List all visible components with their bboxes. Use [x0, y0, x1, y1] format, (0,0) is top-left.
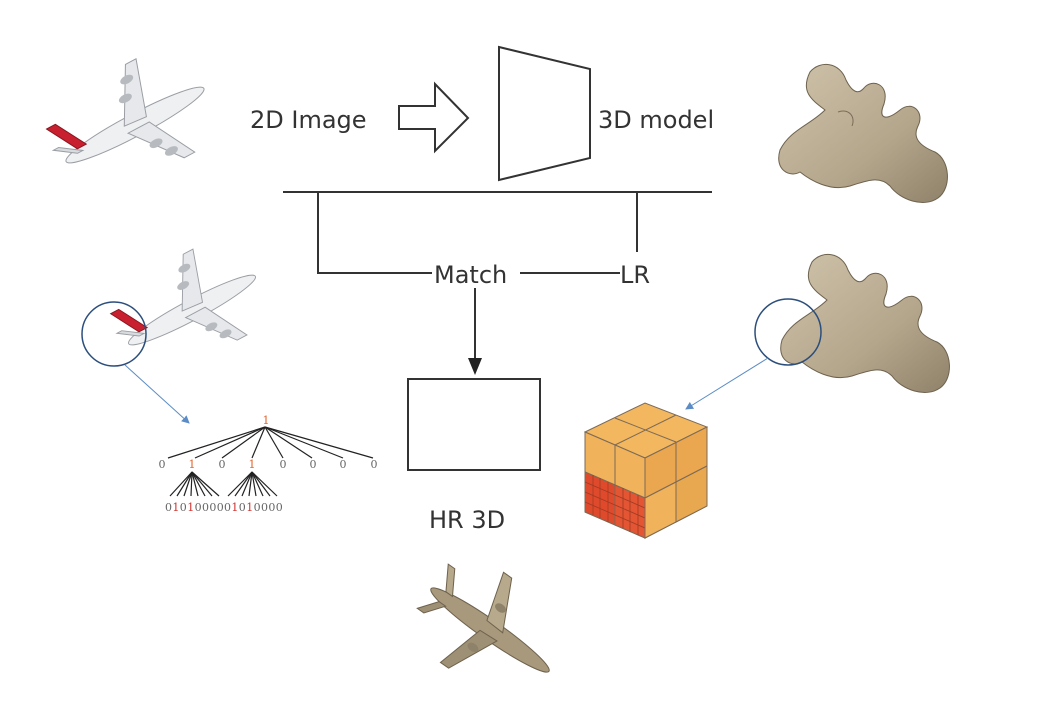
network-trapezoid — [498, 45, 591, 182]
3d-model-middle — [780, 254, 950, 393]
octree-level1-bit: 1 — [189, 458, 196, 471]
label-3d-model: 3D model — [598, 106, 714, 134]
label-hr-3d: HR 3D — [429, 506, 505, 534]
octree-level2-bit: 0 — [195, 501, 202, 514]
octree-level2-bit: 0 — [180, 501, 187, 514]
voxel-cube — [583, 402, 709, 539]
octree-level2-bit: 0 — [276, 501, 283, 514]
octree-edges-level1 — [167, 426, 374, 459]
octree-level2-bit: 1 — [172, 501, 179, 514]
octree-level2-bit: 1 — [246, 501, 253, 514]
octree-level2-bit: 1 — [187, 501, 194, 514]
label-match: Match — [434, 261, 507, 289]
octree-level2-bit: 0 — [165, 501, 172, 514]
octree-level2-bit: 0 — [217, 501, 224, 514]
octree-level2-bit: 0 — [224, 501, 231, 514]
octree-level2-bit: 1 — [231, 501, 238, 514]
octree-level1-bit: 0 — [340, 458, 347, 471]
3d-model-top — [778, 64, 948, 203]
octree-level2-bit: 0 — [209, 501, 216, 514]
octree-level1-bits: 0 1 0 1 0 0 0 0 — [159, 458, 378, 471]
flow-lines — [283, 191, 712, 362]
octree-level2-bit: 0 — [202, 501, 209, 514]
zoom-circle-left — [81, 301, 147, 367]
label-2d-image: 2D Image — [250, 106, 367, 134]
octree-level1-bit: 0 — [280, 458, 287, 471]
label-lr: LR — [620, 261, 650, 289]
octree-level2-bit: 0 — [268, 501, 275, 514]
hr-3d-box — [407, 378, 541, 471]
octree-edges-level2-a — [169, 471, 220, 497]
match-arrowhead — [468, 358, 482, 375]
octree-level1-bit: 0 — [159, 458, 166, 471]
octree-root-bit: 1 — [263, 414, 270, 427]
hollow-arrow — [398, 81, 470, 154]
octree-level1-bit: 0 — [219, 458, 226, 471]
zoom-arrow-left — [124, 364, 190, 424]
hr-airplane-model — [416, 563, 550, 673]
octree-edges-level2-b — [227, 471, 278, 497]
airplane-photo-middle — [109, 248, 256, 346]
octree-level2-bit: 0 — [261, 501, 268, 514]
octree-level1-bit: 0 — [371, 458, 378, 471]
octree-level1-bit: 1 — [249, 458, 256, 471]
airplane-photo-top — [45, 58, 205, 164]
zoom-circle-right — [754, 298, 822, 366]
octree-level1-bit: 0 — [310, 458, 317, 471]
zoom-arrow-right — [685, 357, 769, 410]
octree-level2-bit: 0 — [254, 501, 261, 514]
octree-level2-bit: 0 — [239, 501, 246, 514]
